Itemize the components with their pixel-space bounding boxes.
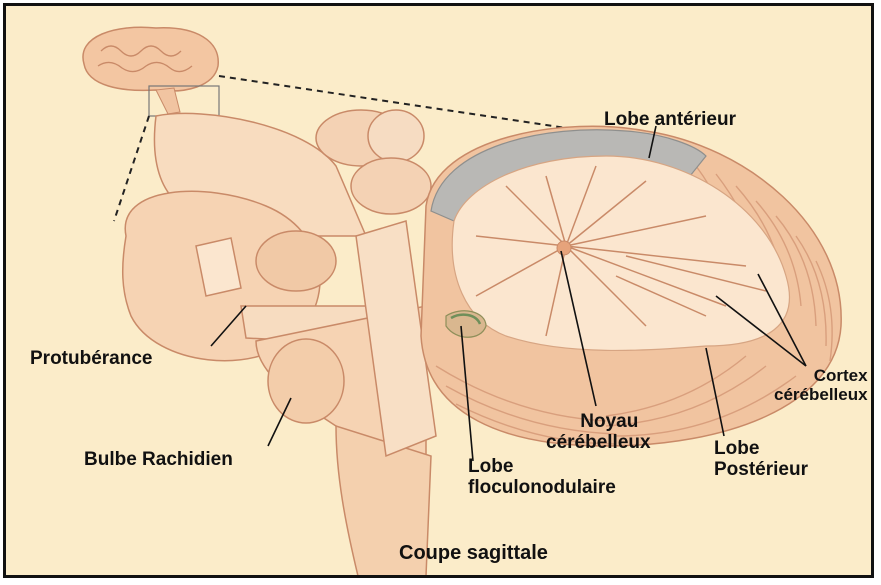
label-lobe-anterieur: Lobe antérieur xyxy=(604,109,736,130)
label-noyau-line1: Noyau xyxy=(546,411,651,432)
label-noyau-cerebelleux: Noyau cérébelleux xyxy=(546,411,651,453)
cerebellum-illustration xyxy=(6,6,874,578)
diagram-caption: Coupe sagittale xyxy=(399,543,548,564)
label-lobe-floculo-line2: floculonodulaire xyxy=(468,477,616,498)
diagram-frame: Lobe antérieur Protubérance Bulbe Rachid… xyxy=(3,3,874,578)
label-noyau-line2: cérébelleux xyxy=(546,432,651,453)
label-cortex-line1: Cortex xyxy=(774,366,868,385)
brain-thumbnail xyxy=(83,27,219,116)
label-protuberance: Protubérance xyxy=(30,348,152,369)
label-lobe-posterieur: Lobe Postérieur xyxy=(714,438,808,480)
label-lobe-floculonodulaire: Lobe floculonodulaire xyxy=(468,456,616,498)
brainstem xyxy=(123,110,436,576)
label-bulbe-rachidien: Bulbe Rachidien xyxy=(84,449,233,470)
label-cortex-line2: cérébelleux xyxy=(774,385,868,404)
label-lobe-posterieur-line1: Lobe xyxy=(714,438,808,459)
label-lobe-posterieur-line2: Postérieur xyxy=(714,459,808,480)
label-cortex-cerebelleux: Cortex cérébelleux xyxy=(774,366,868,404)
label-lobe-floculo-line1: Lobe xyxy=(468,456,616,477)
